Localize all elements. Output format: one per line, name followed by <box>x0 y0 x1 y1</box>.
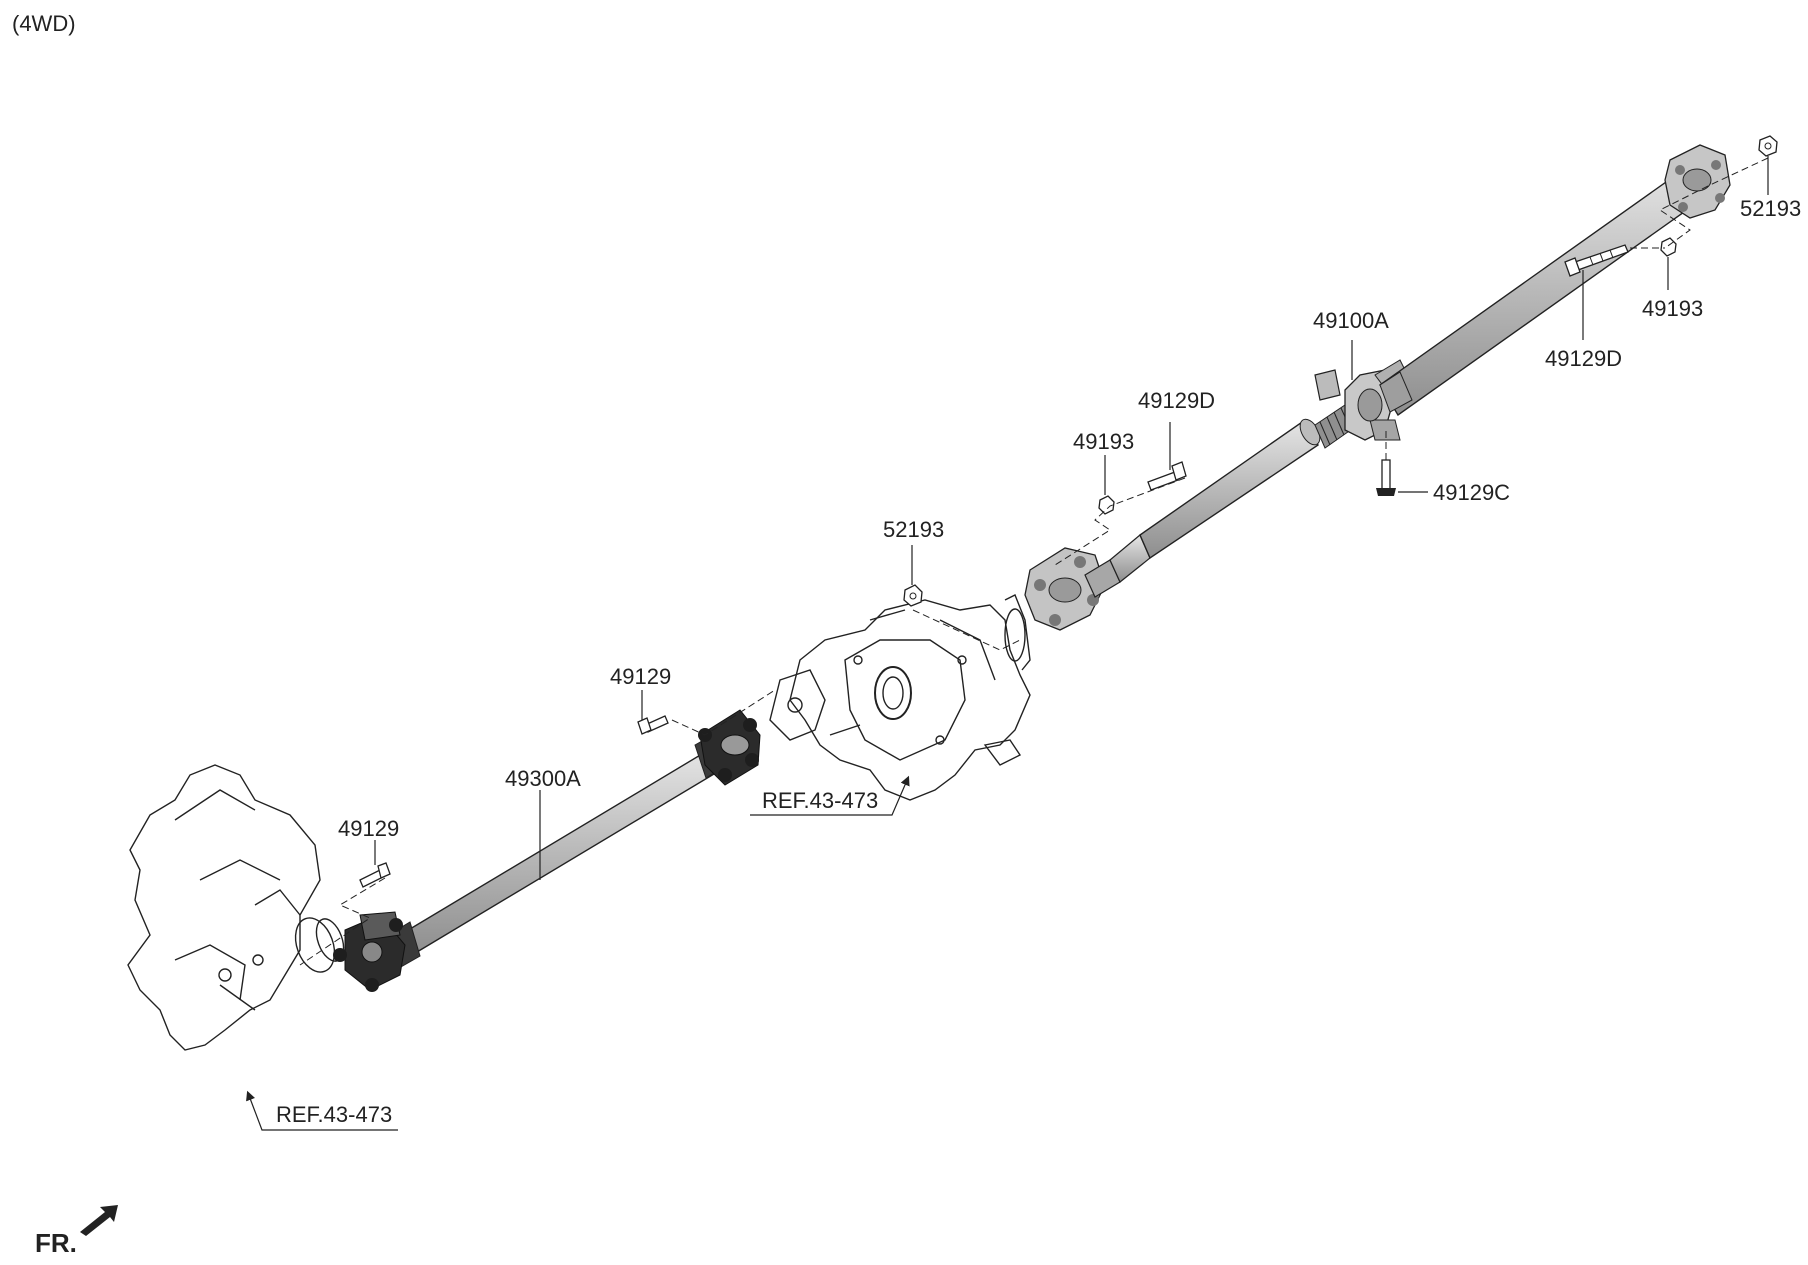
bolt-49129-mid <box>637 715 669 735</box>
reference-label-mid: REF.43-473 <box>762 788 879 813</box>
part-label-49129d-right: 49129D <box>1545 346 1623 371</box>
bolt-49129d-right <box>1564 244 1629 277</box>
variant-label: (4WD) <box>12 11 76 36</box>
bolt-49129d-mid <box>1147 461 1187 491</box>
front-propeller-shaft <box>379 727 736 973</box>
assembly-dashed-lines <box>299 157 1769 966</box>
nut-52193-top <box>1758 135 1778 157</box>
flex-coupling-front <box>1024 547 1106 631</box>
part-label-49129d-mid: 49129D <box>1138 388 1216 413</box>
transfer-case-housing <box>127 764 345 1051</box>
nut-52193-mid <box>903 584 923 607</box>
part-label-52193-mid: 52193 <box>883 517 945 542</box>
rear-shaft-rear-section <box>1379 163 1709 417</box>
part-label-49129c: 49129C <box>1433 480 1511 505</box>
part-label-49100a: 49100A <box>1313 308 1389 333</box>
part-label-49193-mid: 49193 <box>1073 429 1135 454</box>
part-label-49129-low: 49129 <box>338 816 400 841</box>
flex-coupling-rear <box>1664 144 1731 219</box>
part-label-52193-top: 52193 <box>1740 196 1802 221</box>
part-label-49300a: 49300A <box>505 766 581 791</box>
nut-49193-mid <box>1098 495 1115 515</box>
front-shaft-rear-joint <box>333 911 406 992</box>
part-label-49193-top: 49193 <box>1642 296 1704 321</box>
front-direction-arrow-icon <box>80 1205 118 1236</box>
bolt-49129c <box>1376 459 1396 496</box>
part-label-49129-mid: 49129 <box>610 664 672 689</box>
reference-label-low: REF.43-473 <box>276 1102 393 1127</box>
transmission-housing <box>769 594 1031 801</box>
nut-49193-right <box>1660 237 1677 257</box>
front-direction-label: FR. <box>35 1228 77 1258</box>
leader-lines <box>246 156 1769 1131</box>
bolt-49129-low <box>359 862 391 888</box>
